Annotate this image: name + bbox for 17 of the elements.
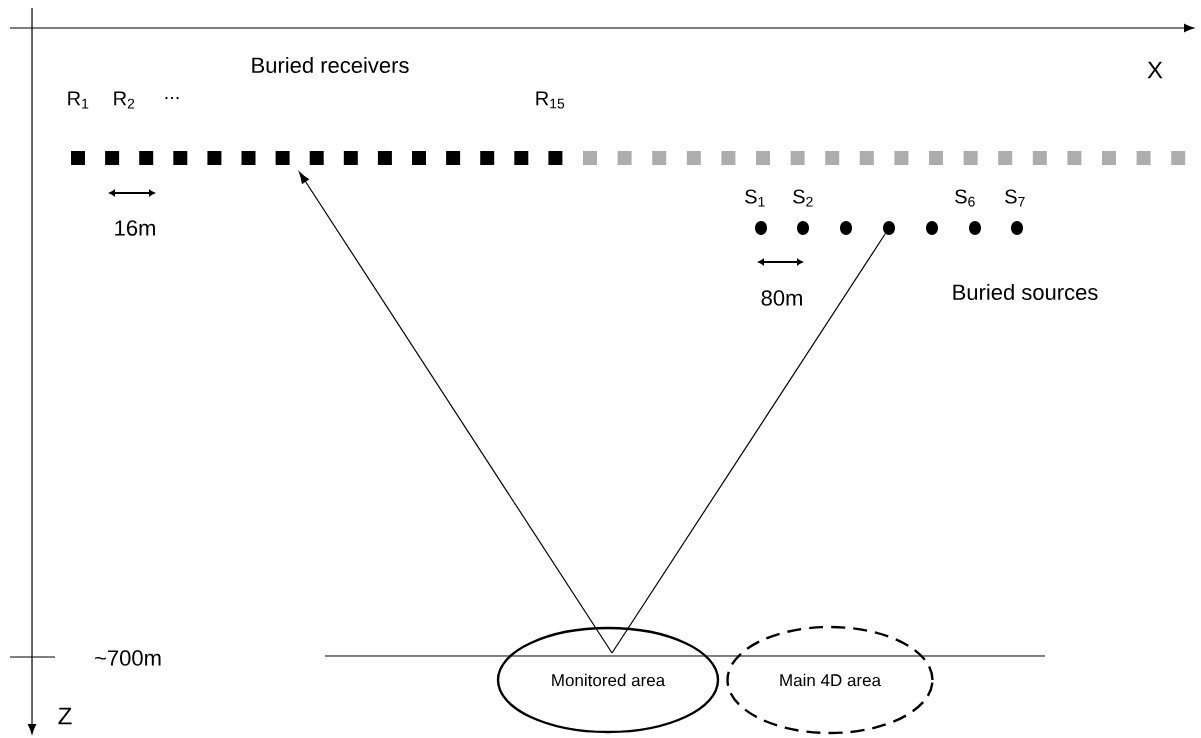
- source-label: S$_{1}$: [745, 189, 765, 207]
- section-label: Buried receivers: [252, 56, 409, 74]
- depth-label: ~700m: [95, 650, 161, 666]
- dimension-label: 80m: [761, 290, 802, 306]
- receiver-label: R$_{2}$: [114, 91, 135, 109]
- section-label: Buried sources: [953, 283, 1098, 301]
- receiver-label: R$_{1}$: [68, 91, 89, 109]
- ray-path: [611, 233, 886, 654]
- dimension-label: 16m: [115, 220, 155, 236]
- ray-path: [298, 171, 613, 654]
- ellipsis-label: ...: [165, 96, 179, 100]
- axis-label: X: [1147, 61, 1163, 79]
- source-label: S$_{2}$: [793, 189, 813, 207]
- source-label: S$_{7}$: [1005, 189, 1025, 207]
- source-label: S$_{6}$: [955, 189, 975, 207]
- receiver-label: R$_{15}$: [536, 91, 565, 109]
- axis-label: Z: [58, 707, 72, 725]
